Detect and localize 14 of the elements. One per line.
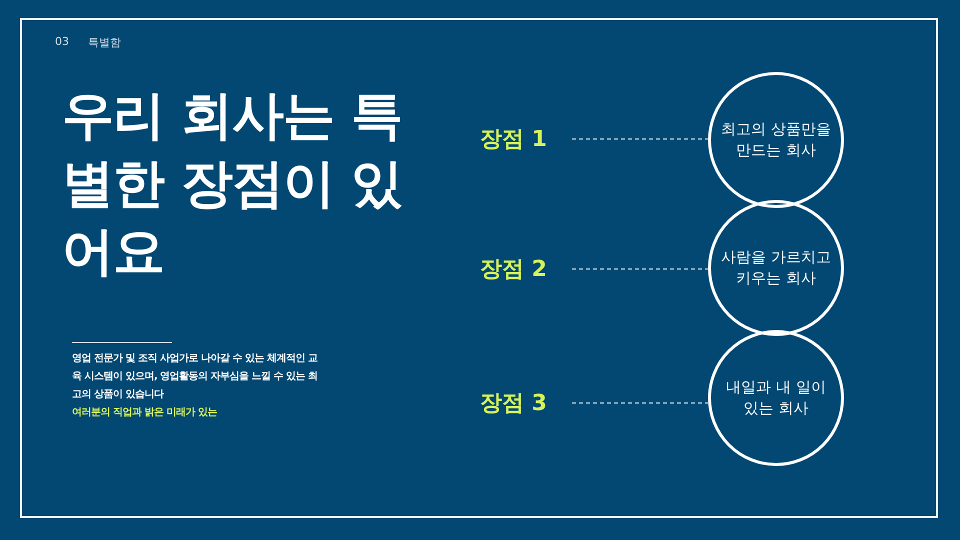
description-paragraph: 영업 전문가 및 조직 사업가로 나아갈 수 있는 체계적인 교육 시스템이 있으며, 영업활동의 자부심을 느낄 수 있는 최고의 상품이 있습니다: [72, 352, 319, 402]
slide-title: 우리 회사는 특별한 장점이 있어요: [62, 85, 404, 284]
section-number: 03: [55, 35, 69, 48]
circle-node: 최고의 상품만을 만드는 회사: [708, 72, 844, 208]
dashed-connector: [572, 138, 708, 140]
circle-node: 내일과 내 일이 있는 회사: [708, 330, 844, 466]
highlight-sentence: 여러분의 직업과 밝은 미래가 있는: [72, 406, 218, 420]
dashed-connector: [572, 268, 708, 270]
advantage-label: 장점 3: [480, 388, 552, 418]
dashed-connector: [572, 402, 708, 404]
section-heading: 특별함: [88, 35, 121, 50]
advantage-label: 장점 1: [480, 124, 552, 154]
advantage-label: 장점 2: [480, 254, 552, 284]
circle-node: 사람을 가르치고 키우는 회사: [708, 200, 844, 336]
